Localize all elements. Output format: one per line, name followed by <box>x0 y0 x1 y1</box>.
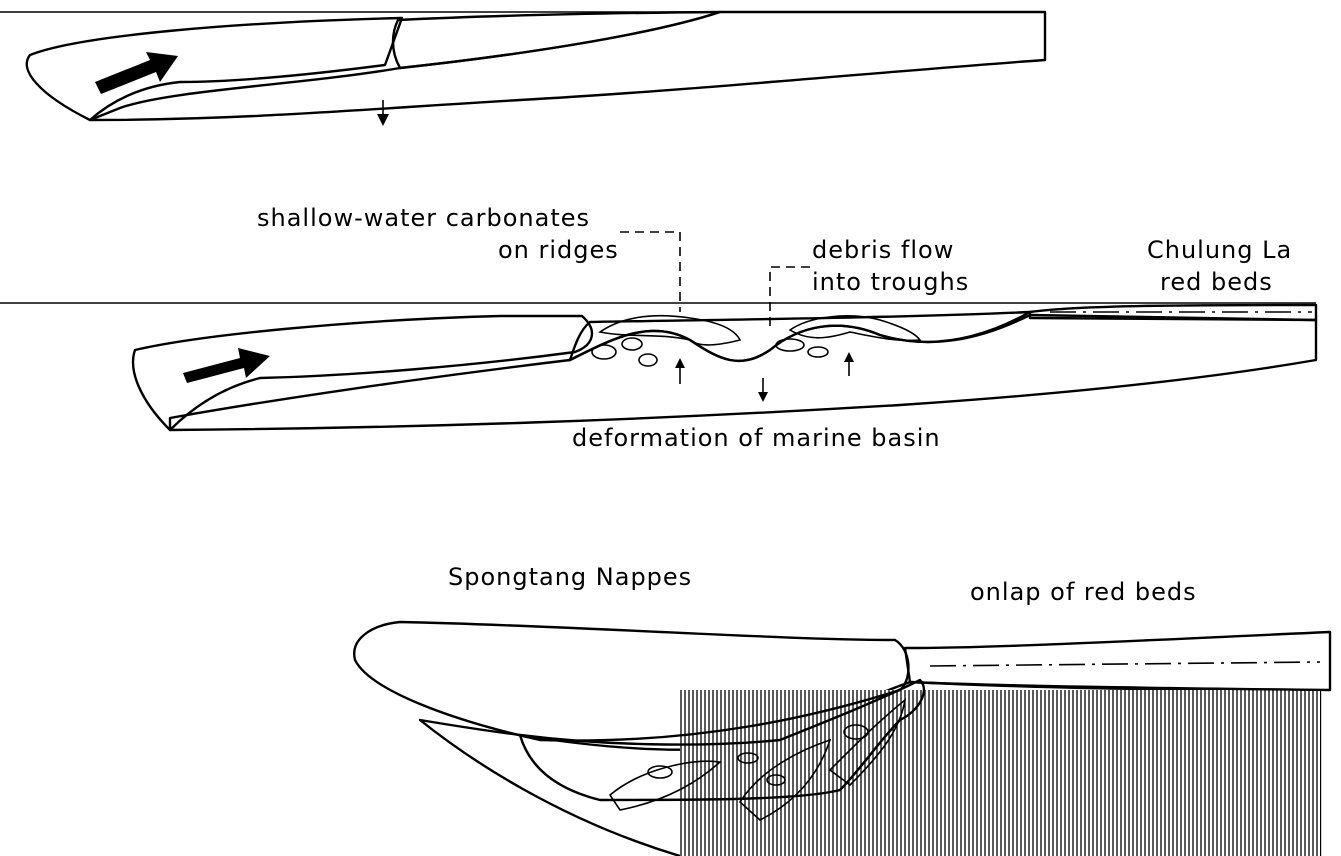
debris-clast <box>808 347 828 357</box>
panel-2-section <box>0 232 1316 430</box>
label-debris-flow-line1: debris flow <box>812 236 954 264</box>
marine-sediment-wedge-1 <box>393 12 720 68</box>
debris-clast <box>776 339 804 351</box>
label-debris-flow-line2: into troughs <box>812 268 969 296</box>
subsidence-arrowhead-2 <box>758 392 768 402</box>
label-chulung-la-line1: Chulung La <box>1147 236 1292 264</box>
marine-sediment-fill-2 <box>570 312 1030 361</box>
debris-clast <box>622 338 642 350</box>
nappe-1 <box>27 18 402 120</box>
uplift-arrowhead-2 <box>844 352 854 362</box>
label-spongtang-nappes: Spongtang Nappes <box>448 563 692 591</box>
thrust-arrow-1 <box>95 52 178 94</box>
debris-clast <box>592 345 616 359</box>
subsidence-arrowhead-1 <box>377 114 389 126</box>
basin-substrate-1 <box>90 12 1045 120</box>
debris-clast <box>639 354 657 366</box>
label-deformation: deformation of marine basin <box>572 424 941 452</box>
uplift-arrowhead-1 <box>675 358 685 368</box>
leader-debris-flow <box>770 267 810 330</box>
label-shallow-water-line2: on ridges <box>498 236 619 264</box>
label-shallow-water-line1: shallow-water carbonates <box>257 204 590 232</box>
basin-substrate-2 <box>170 315 1316 430</box>
label-onlap-red-beds: onlap of red beds <box>970 578 1197 606</box>
basin-substrate-3-extension <box>680 690 1320 856</box>
red-beds-dashdot-3 <box>930 662 1320 666</box>
panel-1-section <box>0 12 1045 126</box>
leader-shallow-water <box>620 232 680 312</box>
red-beds-layer-3 <box>905 632 1330 690</box>
panel-3-section <box>354 622 1330 856</box>
label-chulung-la-line2: red beds <box>1160 268 1273 296</box>
